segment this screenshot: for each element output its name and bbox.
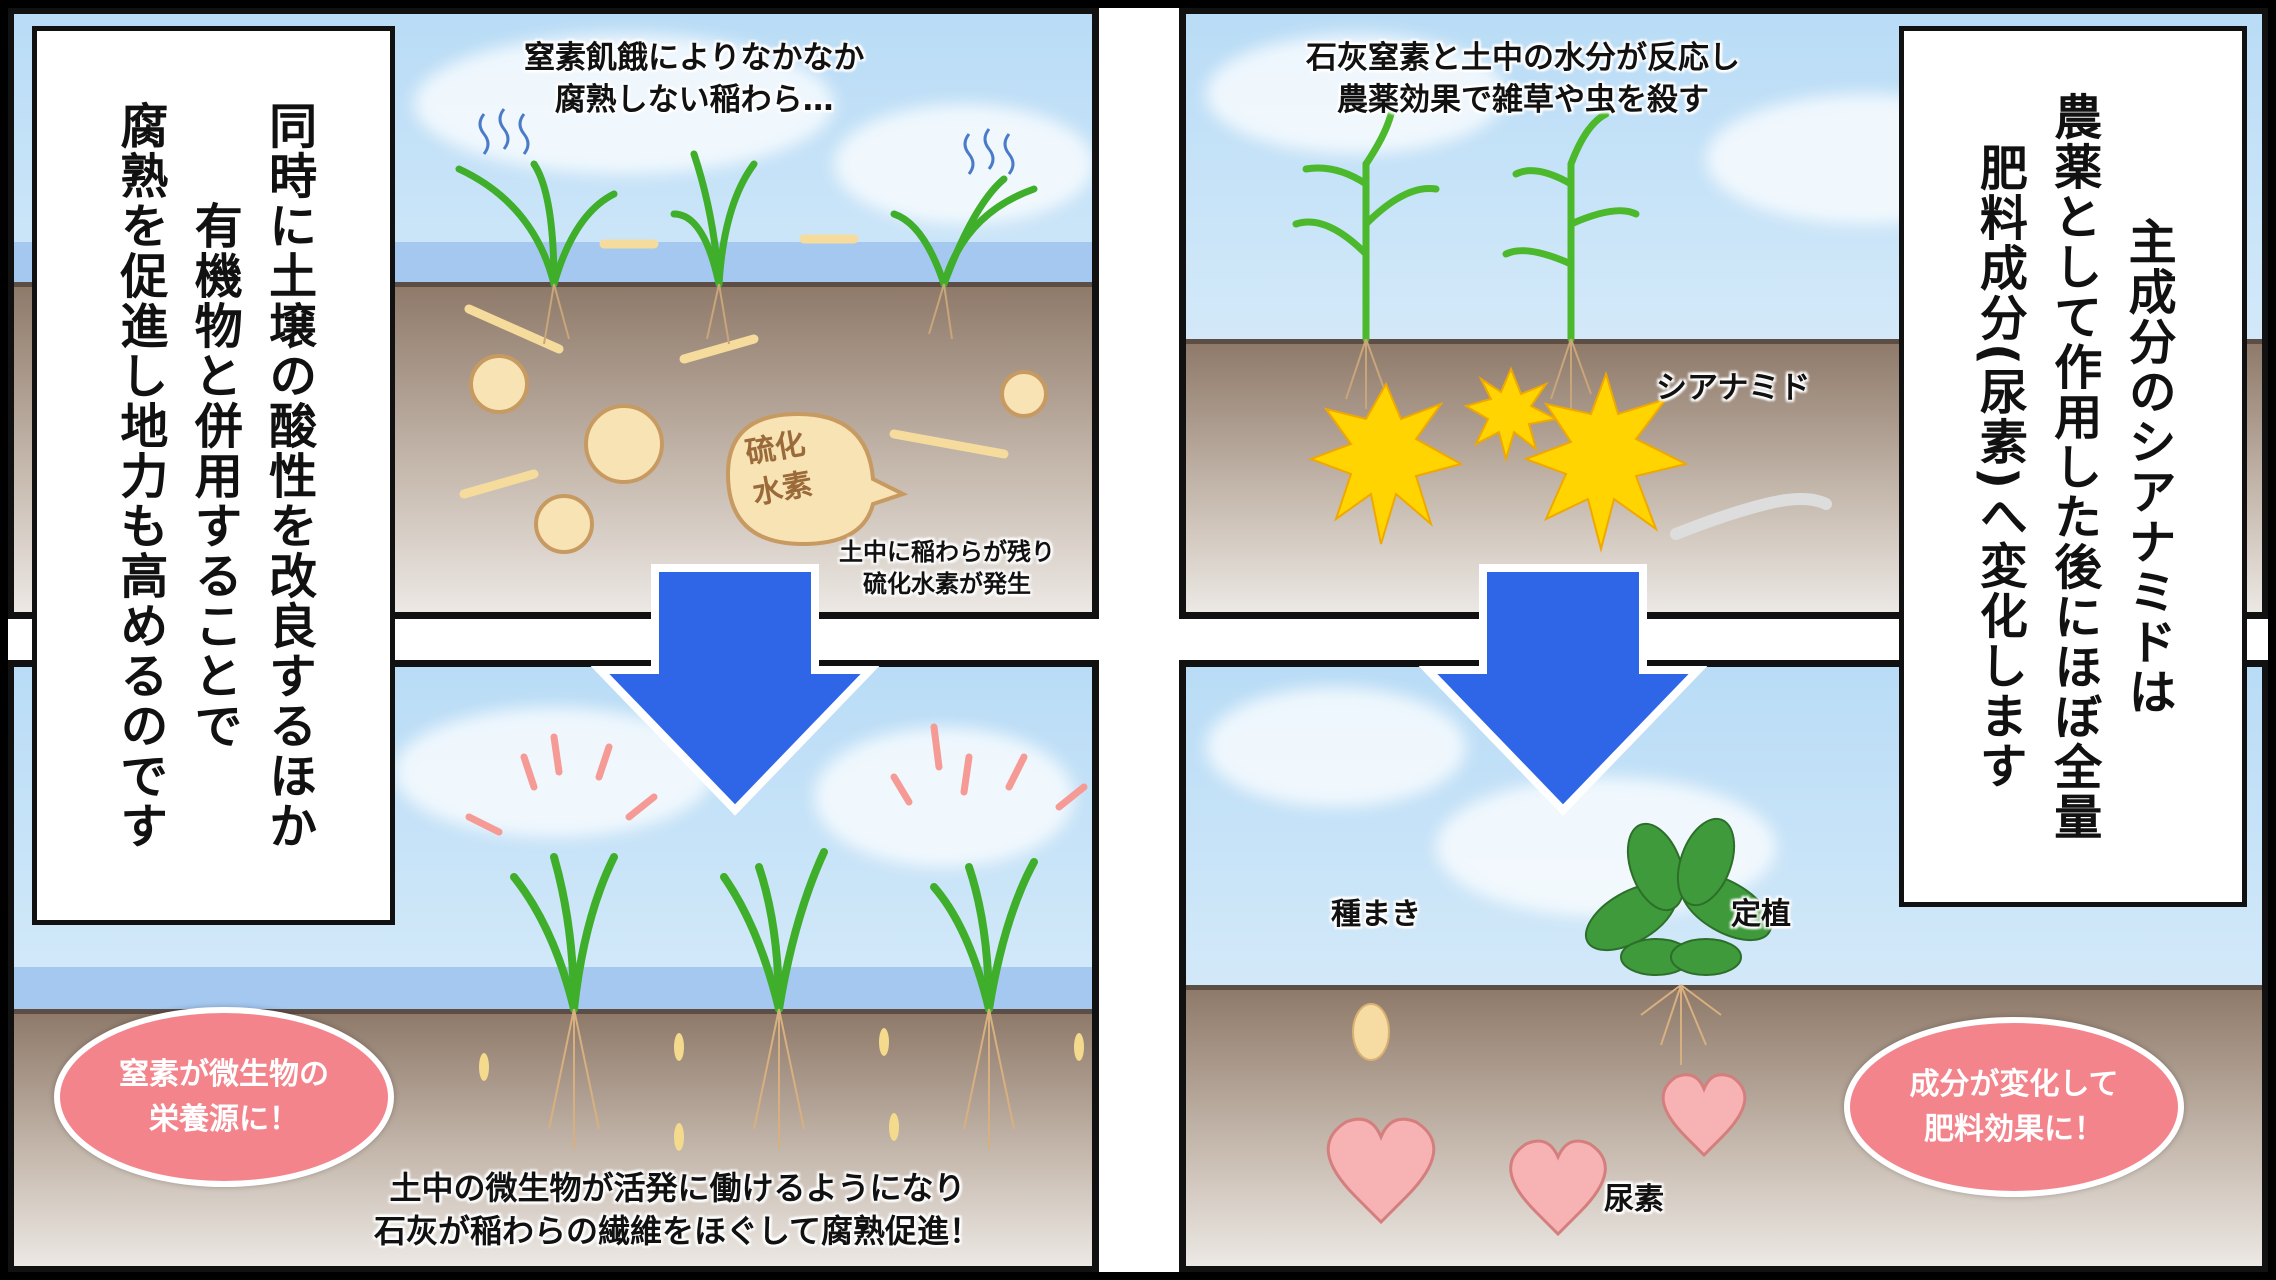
healthy-rice-illustration xyxy=(465,723,1088,1151)
left-explanation-box: 同時に土壌の酸性を改良するほか 有機物と併用することで 腐熟を促進し地力も高める… xyxy=(32,26,395,925)
down-arrow-icon xyxy=(590,564,880,816)
explanation-line: 腐熟を促進し地力も高めるのです xyxy=(111,100,168,851)
water-layer xyxy=(14,967,1092,1009)
flash-icons xyxy=(1308,366,1689,553)
right-explanation-box: 主成分のシアナミドは 農薬として作用した後にほぼ全量 肥料成分(尿素)へ変化しま… xyxy=(1899,26,2247,907)
down-arrow-icon xyxy=(1418,564,1708,816)
seed-icon xyxy=(1352,1003,1390,1061)
seedling-icon xyxy=(1584,817,1773,976)
worm-icon xyxy=(1670,493,1832,540)
hydrogen-sulfide-bubble xyxy=(725,411,909,547)
caption-top-right: 石灰窒素と土中の水分が反応し 農薬効果で雑草や虫を殺す xyxy=(1306,38,1740,122)
heart-icons xyxy=(1326,1073,1747,1237)
note-line: 土中に稲わらが残り xyxy=(839,538,1055,566)
caption-line: 腐熟しない稲わら… xyxy=(554,81,834,118)
badge-fertilizer-effect: 成分が変化して 肥料効果に！ xyxy=(1844,1017,2184,1197)
label-cyanamide: シアナミド xyxy=(1656,370,1811,406)
label-transplanting: 定植 xyxy=(1731,897,1791,932)
caption-top-left: 窒素飢餓によりなかなか 腐熟しない稲わら… xyxy=(524,38,864,122)
explanation-line: 農薬として作用した後にほぼ全量 xyxy=(2045,91,2102,842)
note-hydrogen-sulfide: 土中に稲わらが残り 硫化水素が発生 xyxy=(839,536,1055,601)
label-sowing: 種まき xyxy=(1331,897,1421,932)
caption-bottom-left: 土中の微生物が活発に働けるようになり 石灰が稲わらの繊維をほぐして腐熟促進！ xyxy=(374,1167,981,1253)
badge-line: 肥料効果に！ xyxy=(1924,1112,2104,1147)
note-line: 硫化水素が発生 xyxy=(863,570,1031,599)
caption-line: 土中の微生物が活発に働けるようになり xyxy=(389,1169,966,1207)
panel-decomposition-promoted: 窒素が微生物の 栄養源に！ 土中の微生物が活発に働けるようになり 石灰が稲わらの… xyxy=(7,660,1099,1273)
caption-line: 石灰が稲わらの繊維をほぐして腐熟促進！ xyxy=(374,1212,982,1251)
badge-line: 成分が変化して xyxy=(1909,1067,2119,1102)
explanation-line: 肥料成分(尿素)へ変化します xyxy=(1970,142,2027,791)
seedling-and-urea-illustration xyxy=(1326,817,1773,1237)
badge-line: 栄養源に！ xyxy=(149,1102,299,1137)
weeds-and-cyanamide-illustration xyxy=(1292,110,1832,553)
badge-line: 窒素が微生物の xyxy=(119,1057,329,1092)
rice-plants-illustration xyxy=(455,108,1048,554)
explanation-line: 同時に土壌の酸性を改良するほか xyxy=(260,100,317,851)
caption-line: 石灰窒素と土中の水分が反応し xyxy=(1306,40,1740,76)
explanation-line: 有機物と併用することで xyxy=(185,200,242,751)
caption-line: 農薬効果で雑草や虫を殺す xyxy=(1337,81,1709,118)
explanation-line: 主成分のシアナミドは xyxy=(2119,216,2176,717)
label-urea: 尿素 xyxy=(1604,1182,1664,1217)
caption-line: 窒素飢餓によりなかなか xyxy=(524,40,865,76)
badge-nitrogen-nutrient: 窒素が微生物の 栄養源に！ xyxy=(54,1007,394,1187)
panel-urea-fertilizer: 種まき 定植 尿素 成分が変化して 肥料効果に！ xyxy=(1179,660,2269,1273)
